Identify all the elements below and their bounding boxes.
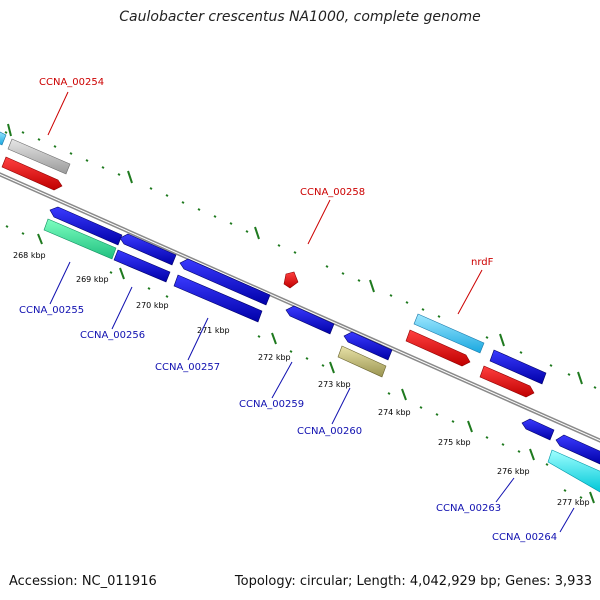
gene-ccna-00256[interactable] <box>113 249 171 283</box>
gene-ccna-00257[interactable] <box>173 274 263 323</box>
genome-stats-text: Topology: circular; Length: 4,042,929 bp… <box>234 574 592 589</box>
gene-ccna-00255[interactable] <box>43 218 117 260</box>
gene-label-ccna-00259[interactable]: CCNA_00259 <box>239 399 304 410</box>
gene-label-ccna-00257[interactable]: CCNA_00257 <box>155 362 220 373</box>
tick-label: 274 kbp <box>378 408 411 417</box>
gene-ccna-00259[interactable] <box>285 305 335 335</box>
label-leader-lines <box>47 91 575 533</box>
gene-ccna-00260[interactable] <box>337 345 387 378</box>
gene-blue-reverse-5[interactable] <box>521 418 555 441</box>
gene-label-nrdF[interactable]: nrdF <box>471 257 494 268</box>
gene-label-ccna-00263[interactable]: CCNA_00263 <box>436 503 501 514</box>
gene-label-ccna-00264[interactable]: CCNA_00264 <box>492 532 557 543</box>
outer-tick-track <box>4 123 597 389</box>
gene-blue-forward-1[interactable] <box>489 349 547 385</box>
gene-label-ccna-00255[interactable]: CCNA_00255 <box>19 305 84 316</box>
map-title: Caulobacter crescentus NA1000, complete … <box>119 9 481 25</box>
tick-label: 271 kbp <box>197 326 230 335</box>
accession-text: Accession: NC_011916 <box>9 574 157 589</box>
gene-blue-reverse-top-1[interactable] <box>49 206 123 246</box>
gene-blue-reverse-top-3[interactable] <box>179 258 271 306</box>
gene-label-ccna-00258[interactable]: CCNA_00258 <box>300 187 365 198</box>
gene-ccna-00258[interactable] <box>283 271 299 289</box>
gene-labels: CCNA_00254 CCNA_00258 nrdF CCNA_00255 CC… <box>19 77 557 543</box>
tick-label: 277 kbp <box>557 498 590 507</box>
genome-backbone <box>0 172 600 443</box>
gene-blue-reverse-top-2[interactable] <box>119 233 177 266</box>
gene-blue-reverse-4[interactable] <box>343 331 393 361</box>
gene-label-ccna-00256[interactable]: CCNA_00256 <box>80 330 145 341</box>
tick-label: 272 kbp <box>258 353 291 362</box>
kbp-tick-labels: 268 kbp 269 kbp 270 kbp 271 kbp 272 kbp … <box>13 251 590 507</box>
tick-label: 268 kbp <box>13 251 46 260</box>
reverse-genes <box>43 206 600 493</box>
tick-label: 276 kbp <box>497 467 530 476</box>
gene-red-forward-2[interactable] <box>405 329 471 367</box>
gene-ccna-00263[interactable] <box>555 434 600 465</box>
gene-nrdF[interactable] <box>413 313 485 354</box>
forward-genes <box>0 131 547 398</box>
gene-ccna-00264[interactable] <box>547 449 600 493</box>
gene-forward-left-edge[interactable] <box>0 131 7 146</box>
inner-tick-track <box>5 225 595 504</box>
gene-label-ccna-00254[interactable]: CCNA_00254 <box>39 77 104 88</box>
gene-ccna-00254[interactable] <box>7 138 71 175</box>
gene-label-ccna-00260[interactable]: CCNA_00260 <box>297 426 362 437</box>
gene-red-forward-1[interactable] <box>1 156 63 191</box>
gene-red-forward-3[interactable] <box>479 365 535 398</box>
tick-label: 269 kbp <box>76 275 109 284</box>
tick-label: 273 kbp <box>318 380 351 389</box>
tick-label: 270 kbp <box>136 301 169 310</box>
tick-label: 275 kbp <box>438 438 471 447</box>
